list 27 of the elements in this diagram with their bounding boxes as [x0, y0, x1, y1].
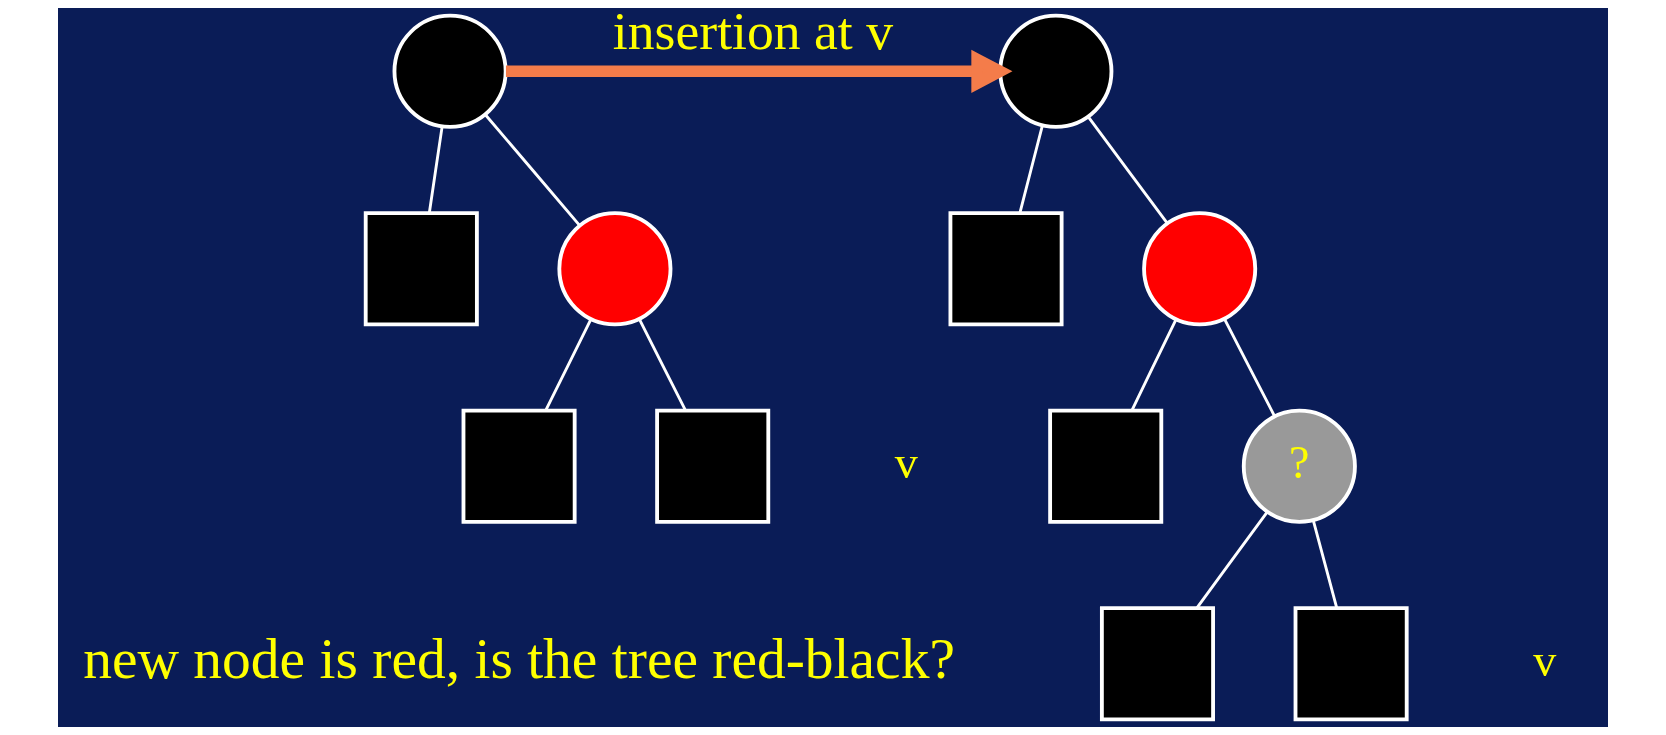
node-circle — [557, 211, 673, 327]
node-circle — [1142, 211, 1258, 327]
arrow — [505, 49, 1013, 93]
node-circle: ? — [1241, 408, 1357, 524]
node-box — [1048, 408, 1164, 524]
connector — [484, 114, 581, 227]
edge-label: insertion at v — [612, 1, 894, 62]
connector — [1130, 318, 1178, 411]
connector — [638, 318, 687, 412]
label: new node is red, is the tree red-black? — [83, 627, 955, 691]
connector — [544, 318, 593, 412]
node-box — [461, 408, 577, 524]
connector — [1086, 115, 1169, 224]
connector — [1195, 511, 1269, 609]
node-box — [948, 211, 1064, 327]
node-label: v — [894, 437, 918, 489]
connector — [1018, 125, 1044, 214]
connector — [427, 126, 444, 214]
node-circle — [998, 13, 1114, 129]
connector — [1223, 318, 1276, 417]
node-box — [1293, 606, 1409, 722]
node-box — [655, 408, 771, 524]
node-box — [363, 211, 479, 327]
connector — [1311, 520, 1339, 609]
node-label: v — [1533, 634, 1557, 686]
node-box — [1099, 606, 1215, 722]
node-circle — [392, 13, 508, 129]
